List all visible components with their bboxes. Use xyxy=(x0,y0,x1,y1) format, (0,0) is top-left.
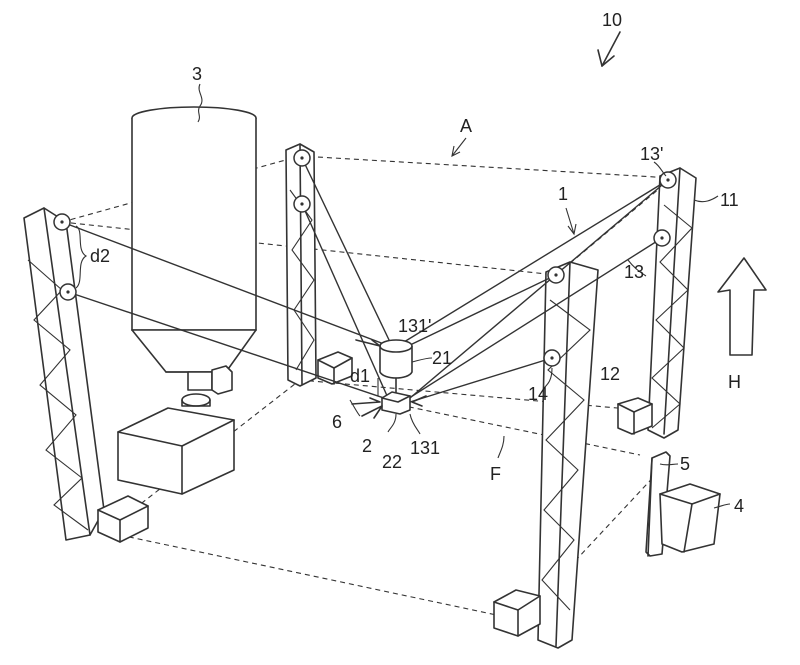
label-f: F xyxy=(490,464,501,484)
label-h: H xyxy=(728,372,741,392)
label-21: 21 xyxy=(432,348,452,368)
label-11: 11 xyxy=(720,190,739,210)
label-6: 6 xyxy=(332,412,342,432)
mixer-box xyxy=(117,407,235,495)
cables xyxy=(61,157,669,403)
label-12: 12 xyxy=(600,364,620,384)
label-14: 14 xyxy=(528,384,548,404)
label-13: 13 xyxy=(624,262,644,282)
label-2: 2 xyxy=(362,436,372,456)
left-mast xyxy=(23,207,149,543)
label-22: 22 xyxy=(382,452,402,472)
system-arrow xyxy=(597,31,621,67)
right-back-mast xyxy=(617,167,697,439)
direction-arrow-h xyxy=(717,257,767,356)
label-a: A xyxy=(460,116,472,136)
labels: 10 A 3 1 13' 11 d2 13 131' 21 d1 14 12 H… xyxy=(90,10,744,516)
label-5: 5 xyxy=(680,454,690,474)
label-d2: d2 xyxy=(90,246,110,266)
label-d1: d1 xyxy=(350,366,370,386)
label-131p: 131' xyxy=(398,316,431,336)
left-back-mast xyxy=(285,143,353,387)
effector xyxy=(351,339,427,419)
control-units xyxy=(645,451,721,557)
label-10: 10 xyxy=(602,10,622,30)
label-4: 4 xyxy=(734,496,744,516)
silo xyxy=(131,106,257,407)
leader-lines xyxy=(75,83,731,509)
label-1: 1 xyxy=(558,184,568,204)
pulleys xyxy=(53,149,677,367)
right-front-mast xyxy=(493,261,599,649)
label-131: 131 xyxy=(410,438,440,458)
label-13p: 13' xyxy=(640,144,663,164)
label-3: 3 xyxy=(192,64,202,84)
